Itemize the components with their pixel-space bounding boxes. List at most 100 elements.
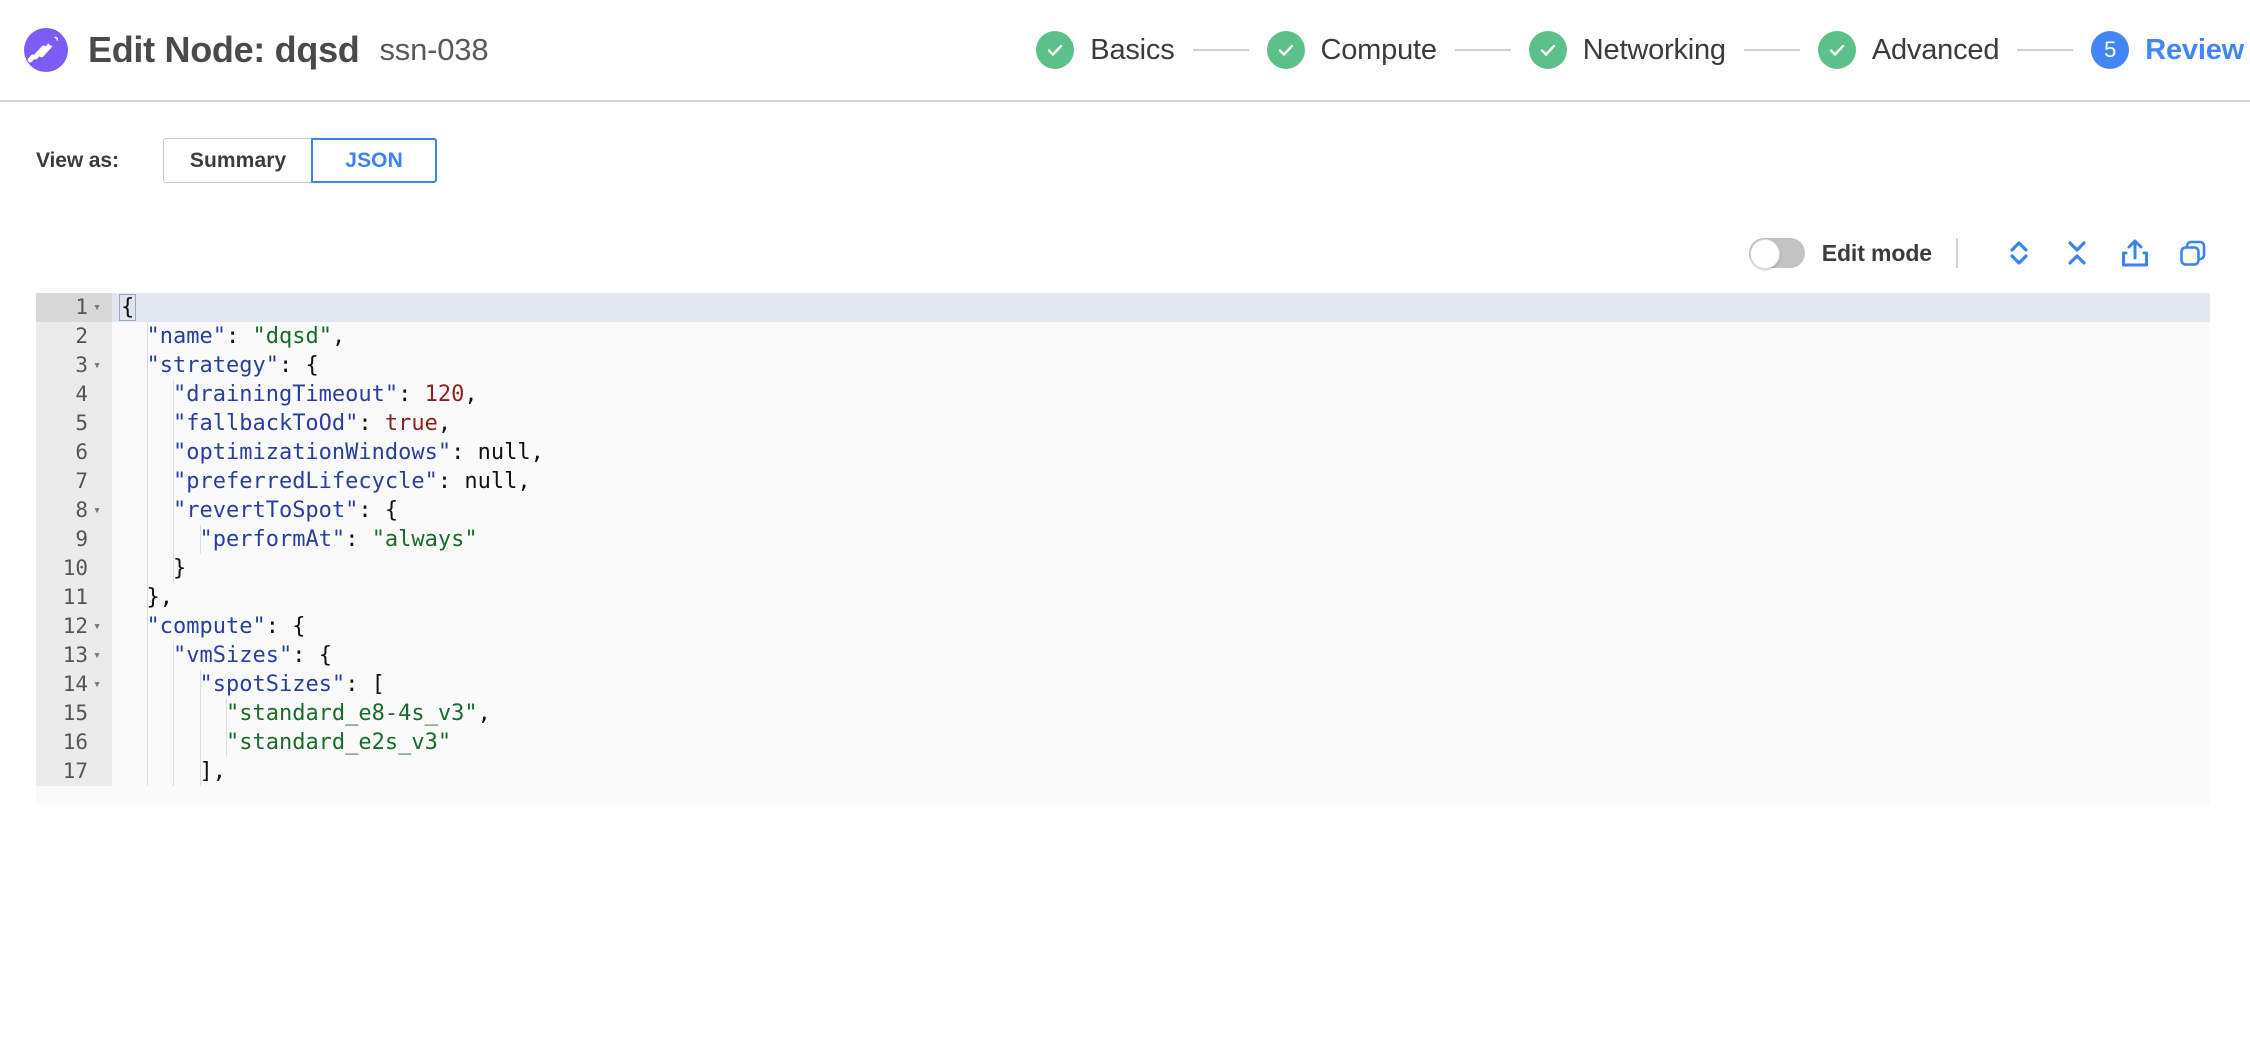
code-token: : — [358, 411, 385, 436]
code-line[interactable]: 8▾ "revertToSpot": { — [36, 496, 2210, 525]
code-token: "compute" — [146, 614, 266, 639]
collapse-all-button[interactable] — [2056, 232, 2098, 274]
code-line[interactable]: 15▾ "standard_e8-4s_v3", — [36, 699, 2210, 728]
view-as-summary-button[interactable]: Summary — [162, 138, 313, 183]
code-line[interactable]: 1▾{ — [36, 293, 2210, 322]
copy-button[interactable] — [2172, 232, 2214, 274]
json-code-editor[interactable]: 1▾{2▾ "name": "dqsd",3▾ "strategy": {4▾ … — [36, 293, 2210, 805]
indent-guide — [146, 554, 148, 583]
code-line[interactable]: 4▾ "drainingTimeout": 120, — [36, 380, 2210, 409]
code-indent — [120, 324, 147, 349]
fold-toggle-icon[interactable]: ▾ — [93, 648, 101, 663]
code-line[interactable]: 9▾ "performAt": "always" — [36, 525, 2210, 554]
code-token: "standard_e2s_v3" — [225, 730, 452, 755]
indent-guide — [146, 496, 148, 525]
step-advanced[interactable]: Advanced — [1817, 31, 1999, 69]
code-text: "vmSizes": { — [112, 641, 2210, 670]
line-number: 14 — [62, 672, 88, 696]
code-line[interactable]: 2▾ "name": "dqsd", — [36, 322, 2210, 351]
code-token: "performAt" — [199, 527, 346, 552]
code-line[interactable]: 13▾ "vmSizes": { — [36, 641, 2210, 670]
code-indent — [120, 614, 147, 639]
step-review-number-badge: 5 — [2091, 31, 2130, 69]
indent-guide — [146, 757, 148, 786]
indent-guide — [146, 351, 148, 380]
step-compute-label: Compute — [1320, 33, 1437, 66]
line-number: 7 — [75, 469, 88, 493]
code-line[interactable]: 7▾ "preferredLifecycle": null, — [36, 467, 2210, 496]
code-token: "drainingTimeout" — [172, 382, 399, 407]
code-token: : — [225, 324, 253, 349]
fold-toggle-icon[interactable]: ▾ — [93, 619, 101, 634]
indent-guide — [146, 641, 148, 670]
code-line[interactable]: 12▾ "compute": { — [36, 612, 2210, 641]
code-token: "standard_e8-4s_v3" — [225, 701, 478, 726]
fold-toggle-icon[interactable]: ▾ — [93, 503, 101, 518]
code-token: true — [384, 411, 438, 436]
step-compute[interactable]: Compute — [1266, 31, 1437, 69]
code-line[interactable]: 11▾ }, — [36, 583, 2210, 612]
indent-guide — [199, 757, 201, 786]
indent-guide — [146, 438, 148, 467]
line-number: 15 — [62, 701, 88, 725]
code-line[interactable]: 5▾ "fallbackToOd": true, — [36, 409, 2210, 438]
code-token: }, — [146, 585, 174, 610]
line-number-gutter: 13▾ — [36, 641, 112, 670]
step-connector — [1454, 49, 1511, 51]
export-button[interactable] — [2114, 232, 2156, 274]
indent-guide — [146, 525, 148, 554]
view-as-json-button[interactable]: JSON — [311, 138, 437, 183]
code-token: "revertToSpot" — [172, 498, 359, 523]
view-as-row: View as: Summary JSON — [0, 102, 2250, 183]
code-line[interactable]: 10▾ } — [36, 554, 2210, 583]
fold-toggle-icon[interactable]: ▾ — [93, 677, 101, 692]
line-number-gutter: 15▾ — [36, 699, 112, 728]
step-networking-label: Networking — [1582, 33, 1726, 66]
code-line[interactable]: 17▾ ], — [36, 757, 2210, 786]
indent-guide — [146, 583, 148, 612]
indent-guide — [199, 670, 201, 699]
indent-guide — [226, 699, 227, 728]
step-review-label: Review — [2145, 33, 2244, 66]
code-line[interactable]: 3▾ "strategy": { — [36, 351, 2210, 380]
code-token: : { — [265, 614, 306, 639]
code-text: "fallbackToOd": true, — [112, 409, 2210, 438]
code-text: "revertToSpot": { — [112, 496, 2210, 525]
code-text: "optimizationWindows": null, — [112, 438, 2210, 467]
step-basics[interactable]: Basics — [1036, 31, 1175, 69]
code-token: : [ — [345, 672, 385, 697]
expand-all-button[interactable] — [1998, 232, 2040, 274]
code-body[interactable]: 1▾{2▾ "name": "dqsd",3▾ "strategy": {4▾ … — [36, 293, 2210, 786]
code-token: : { — [278, 353, 319, 378]
indent-guide — [173, 438, 174, 467]
indent-guide — [173, 496, 174, 525]
code-line[interactable]: 6▾ "optimizationWindows": null, — [36, 438, 2210, 467]
code-indent — [120, 353, 147, 378]
fold-toggle-icon[interactable]: ▾ — [93, 300, 101, 315]
line-number: 10 — [62, 556, 88, 580]
step-review[interactable]: 5 Review — [2091, 31, 2244, 69]
indent-guide — [173, 670, 174, 699]
page-title: Edit Node: dqsd — [88, 29, 360, 70]
code-token: "name" — [146, 324, 226, 349]
edit-mode-toggle-knob — [1749, 239, 1780, 269]
edit-mode-toggle[interactable] — [1748, 238, 1805, 269]
view-as-segmented-control: Summary JSON — [162, 138, 437, 183]
line-number: 9 — [75, 527, 88, 551]
line-number-gutter: 5▾ — [36, 409, 112, 438]
line-number: 11 — [62, 585, 88, 609]
code-token: "vmSizes" — [172, 643, 293, 668]
line-number-gutter: 3▾ — [36, 351, 112, 380]
fold-toggle-icon[interactable]: ▾ — [93, 358, 101, 373]
app-header: Edit Node: dqsd ssn-038 Basics Compute N… — [0, 0, 2250, 102]
step-connector — [1743, 49, 1800, 51]
step-advanced-check-icon — [1817, 31, 1856, 69]
line-number-gutter: 7▾ — [36, 467, 112, 496]
step-networking[interactable]: Networking — [1528, 31, 1726, 69]
code-line[interactable]: 14 ▾ "spotSizes": [ — [36, 670, 2210, 699]
spot-comet-logo-icon — [24, 28, 68, 72]
code-token: "fallbackToOd" — [172, 411, 359, 436]
indent-guide — [173, 467, 174, 496]
code-token: "spotSizes" — [199, 672, 346, 697]
code-line[interactable]: 16▾ "standard_e2s_v3" — [36, 728, 2210, 757]
